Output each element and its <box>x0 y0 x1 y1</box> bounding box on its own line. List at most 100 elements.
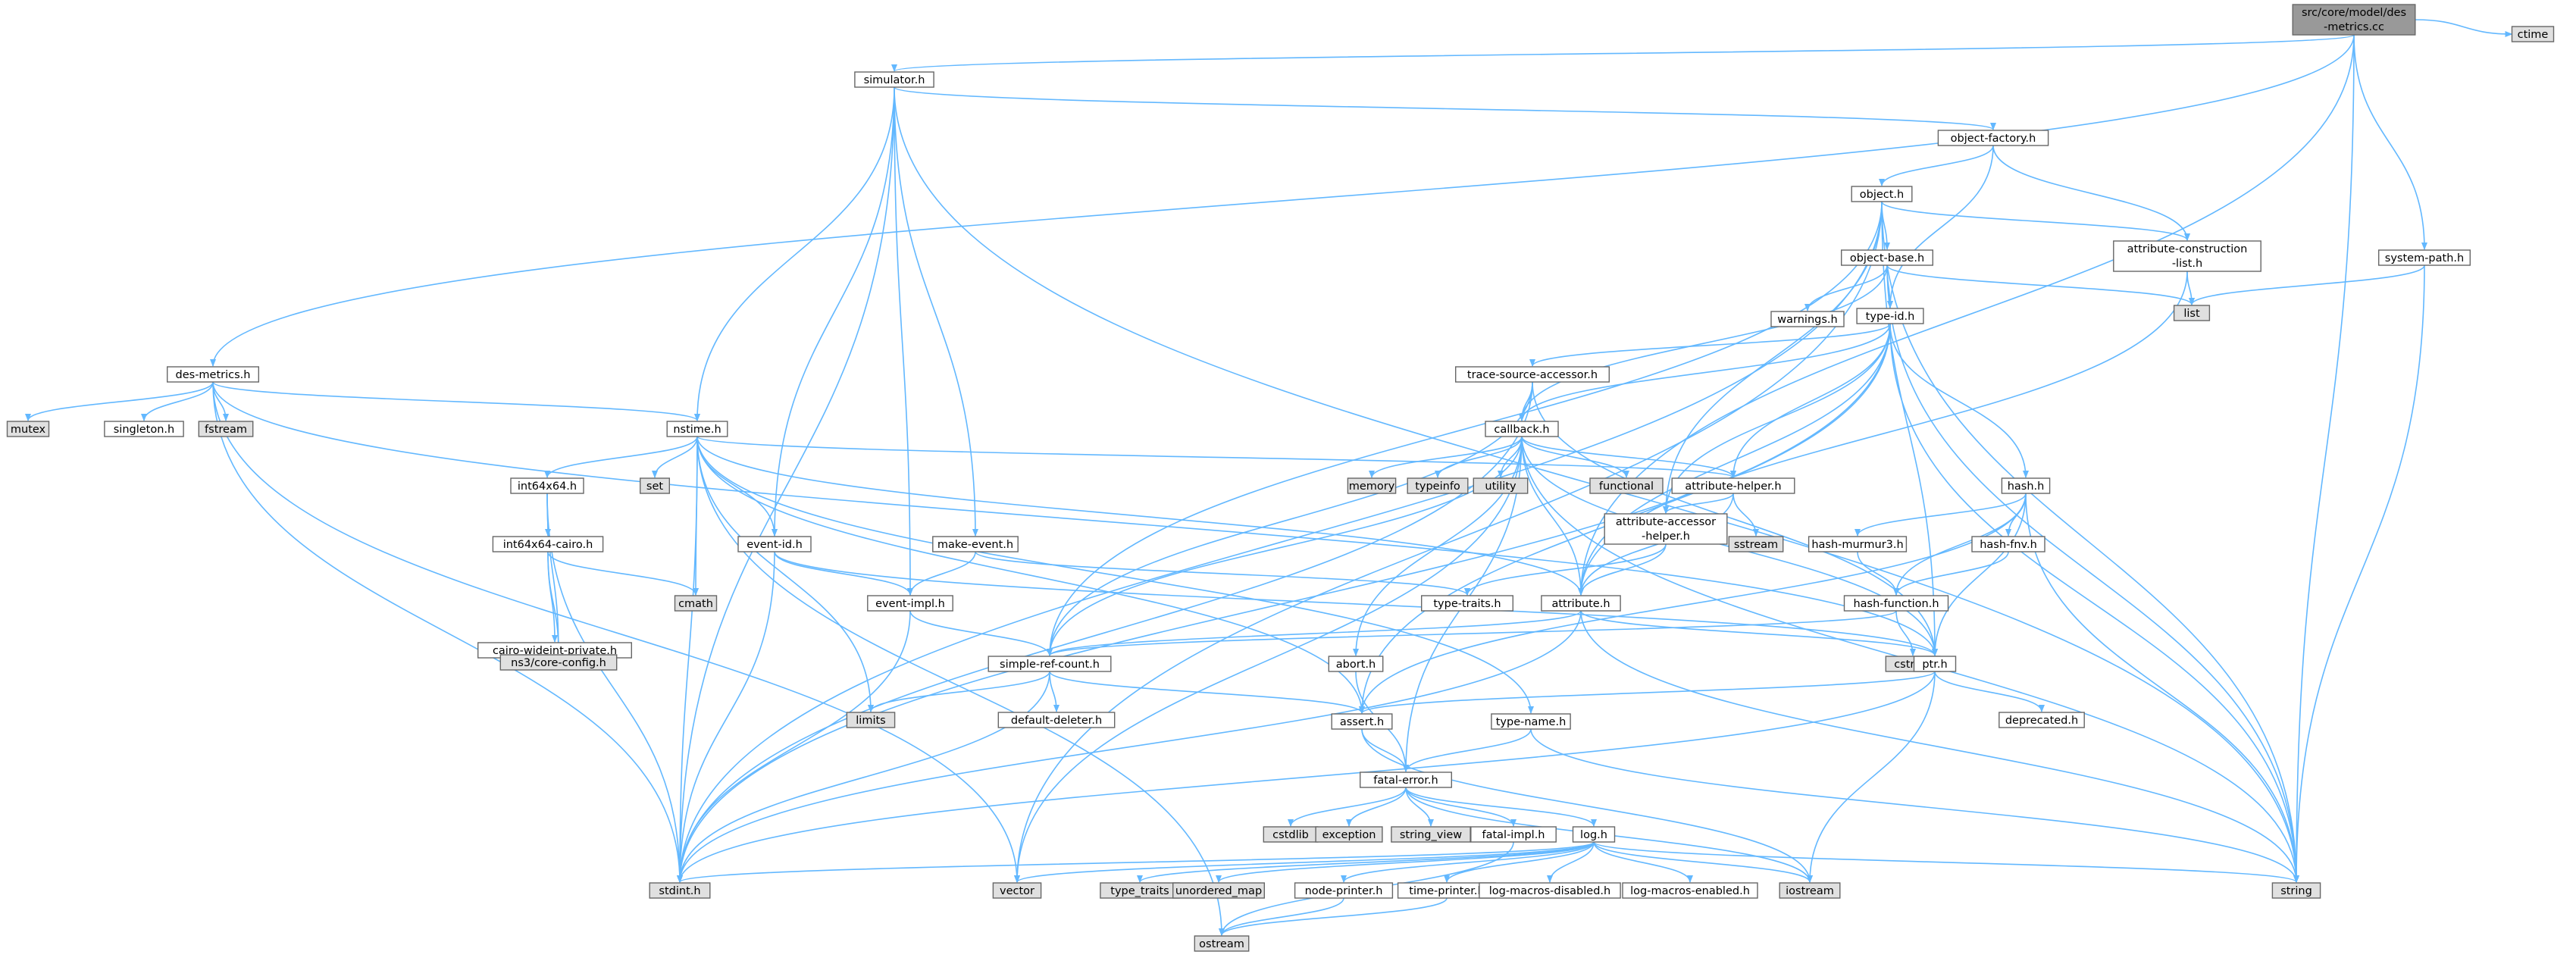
node-log-h[interactable]: log.h <box>1572 826 1616 843</box>
edge-make_event_h-to-type_traits_h <box>975 551 1470 596</box>
node-label: attribute.h <box>1551 598 1610 610</box>
node-warnings-h[interactable]: warnings.h <box>1770 311 1845 327</box>
node-label: simple-ref-count.h <box>1000 659 1100 671</box>
edge-simple_ref_h-to-stdint_h <box>677 671 1050 883</box>
node-ptr-h[interactable]: ptr.h <box>1913 656 1957 672</box>
node-deprecated-h[interactable]: deprecated.h <box>1999 712 2085 728</box>
node-object-base-h[interactable]: object-base.h <box>1840 249 1933 266</box>
node-fatal-error-h[interactable]: fatal-error.h <box>1359 772 1452 788</box>
edge-hash_function_h-to-simple_ref_h <box>1047 610 1897 656</box>
node-set: set <box>640 477 671 494</box>
node-box <box>1937 130 2049 146</box>
edge-trace_src_h-to-simple_ref_h <box>1047 381 1533 656</box>
node-label: exception <box>1322 829 1376 841</box>
node-type-name-h[interactable]: type-name.h <box>1491 713 1571 730</box>
edge-simple_ref_h-to-assert_h <box>1049 671 1365 714</box>
node-default-deleter-h[interactable]: default-deleter.h <box>997 712 1116 728</box>
node-attr-constr-h[interactable]: attribute-construction-list.h <box>2113 240 2261 272</box>
edge-object_h-to-simple_ref_h <box>1047 201 1883 656</box>
node-label: list <box>2183 308 2200 320</box>
node-des-metrics-h[interactable]: des-metrics.h <box>166 366 259 383</box>
edge-system_path_h-to-list <box>2189 264 2425 305</box>
node-system-path-h[interactable]: system-path.h <box>2377 249 2471 266</box>
node-box <box>1604 513 1728 545</box>
node-label: hash-function.h <box>1853 598 1939 610</box>
node-label: int64x64.h <box>518 480 577 493</box>
node-exception: exception <box>1315 826 1383 843</box>
edge-nstime_h-to-ostream <box>696 436 1225 936</box>
node-callback-h[interactable]: callback.h <box>1485 421 1559 437</box>
node-utility: utility <box>1473 477 1529 494</box>
node-int64x64-h[interactable]: int64x64.h <box>510 477 584 494</box>
node-simulator-h[interactable]: simulator.h <box>854 71 934 88</box>
edge-nstime_h-to-limits <box>696 436 874 712</box>
edge-time_printer_h-to-ostream <box>1219 897 1448 936</box>
edge-nstime_h-to-type_name_h <box>696 436 1534 714</box>
node-root[interactable]: src/core/model/des-metrics.cc <box>2292 4 2416 36</box>
node-object-h[interactable]: object.h <box>1851 186 1913 202</box>
node-label: make-event.h <box>937 539 1013 551</box>
node-label: singleton.h <box>114 424 174 436</box>
node-attr-accessor-h[interactable]: attribute-accessor-helper.h <box>1604 513 1728 545</box>
edge-object_base_h-to-list <box>1886 264 2195 305</box>
edge-log_h-to-type_traits <box>1137 841 1595 883</box>
node-box <box>1479 882 1621 899</box>
node-vector: vector <box>992 882 1042 899</box>
edge-log_h-to-iostream <box>1593 841 1813 883</box>
edge-callback_h-to-vector <box>1014 436 1523 883</box>
node-label: nstime.h <box>673 424 721 436</box>
node-box <box>1470 826 1557 843</box>
node-object-factory-h[interactable]: object-factory.h <box>1937 130 2049 146</box>
edge-attribute_h-to-ptr_h <box>1580 610 1938 656</box>
node-int64x64-cairo-h[interactable]: int64x64-cairo.h <box>492 536 604 552</box>
node-label: functional <box>1599 480 1654 493</box>
edge-log_h-to-stdint_h <box>677 841 1595 883</box>
node-simple-ref-h[interactable]: simple-ref-count.h <box>988 656 1112 672</box>
node-trace-src-h[interactable]: trace-source-accessor.h <box>1454 366 1610 383</box>
node-box <box>1541 595 1621 612</box>
node-hash-h[interactable]: hash.h <box>2001 477 2051 494</box>
edge-callback_h-to-attr_helper_h <box>1521 436 1736 478</box>
edge-object_factory_h-to-type_id_h <box>1887 145 1994 308</box>
node-label: sstream <box>1734 539 1778 551</box>
node-label: fatal-impl.h <box>1482 829 1545 841</box>
edge-ptr_h-to-stdint_h <box>677 671 1936 883</box>
node-box <box>1622 882 1758 899</box>
dependency-nodes: src/core/model/des-metrics.ccctimesimula… <box>6 4 2555 952</box>
node-cairo-wideint-h[interactable]: cairo-wideint-private.h <box>477 642 633 659</box>
node-label: iostream <box>1786 885 1834 897</box>
edge-event_id_h-to-ptr_h <box>774 551 1938 656</box>
node-box <box>1347 477 1397 494</box>
node-box <box>649 882 711 899</box>
node-attr-helper-h[interactable]: attribute-helper.h <box>1671 477 1795 494</box>
node-type-traits-h[interactable]: type-traits.h <box>1420 595 1513 612</box>
node-cmath: cmath <box>674 595 718 612</box>
node-singleton-h[interactable]: singleton.h <box>104 421 184 437</box>
node-event-impl-h[interactable]: event-impl.h <box>867 595 953 612</box>
edge-attr_constr_h-to-list <box>2186 271 2195 305</box>
node-hash-fnv-h[interactable]: hash-fnv.h <box>1971 536 2045 552</box>
node-box <box>988 656 1112 672</box>
node-node-printer-h[interactable]: node-printer.h <box>1294 882 1394 899</box>
node-log-macros-disabled-h[interactable]: log-macros-disabled.h <box>1479 882 1621 899</box>
node-fatal-impl-h[interactable]: fatal-impl.h <box>1470 826 1557 843</box>
node-label: warnings.h <box>1777 314 1837 326</box>
node-abort-h[interactable]: abort.h <box>1328 656 1384 672</box>
node-hash-murmur3-h[interactable]: hash-murmur3.h <box>1808 536 1908 552</box>
node-iostream: iostream <box>1779 882 1841 899</box>
node-attribute-h[interactable]: attribute.h <box>1541 595 1621 612</box>
node-type-id-h[interactable]: type-id.h <box>1856 308 1924 324</box>
node-log-macros-enabled-h[interactable]: log-macros-enabled.h <box>1622 882 1758 899</box>
node-label: limits <box>856 715 885 727</box>
node-fstream: fstream <box>198 421 254 437</box>
node-box <box>674 595 718 612</box>
node-make-event-h[interactable]: make-event.h <box>932 536 1019 552</box>
node-assert-h[interactable]: assert.h <box>1331 713 1393 730</box>
edge-log_h-to-vector <box>1014 841 1595 883</box>
node-event-id-h[interactable]: event-id.h <box>737 536 812 552</box>
node-box <box>1328 656 1384 672</box>
node-box <box>1856 308 1924 324</box>
node-nstime-h[interactable]: nstime.h <box>666 421 728 437</box>
node-box <box>1840 249 1933 266</box>
node-hash-function-h[interactable]: hash-function.h <box>1843 595 1949 612</box>
